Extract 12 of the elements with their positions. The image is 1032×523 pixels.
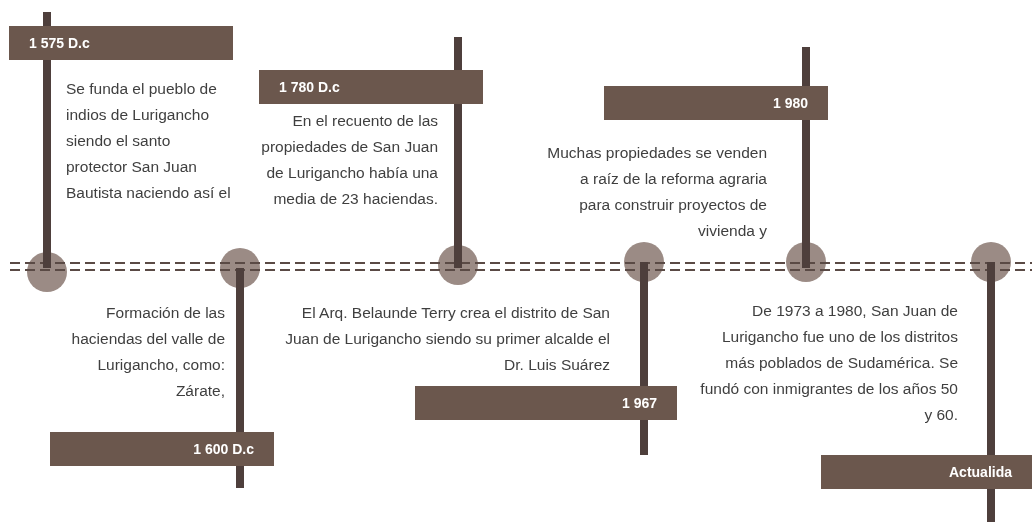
year-banner: 1 600 D.c: [50, 432, 274, 466]
event-description: Se funda el pueblo de indios de Lurigancho siendo el santo protector San Juan Bautista naciendo así el: [66, 79, 231, 203]
event-description: Muchas propiedades se venden a raíz de la reforma agraria para construir proyectos de vivienda y: [546, 143, 767, 241]
event-description: De 1973 a 1980, San Juan de Lurigancho fue uno de los distritos más poblados de Sudamérica. Se fundó con inmigrantes de los años 50 y 60.: [699, 301, 958, 425]
year-banner: Actualida: [821, 455, 1032, 489]
year-banner: 1 980: [604, 86, 828, 120]
event-description: Formación de las haciendas del valle de Lurigancho, como: Zárate,: [70, 303, 225, 401]
event-description: En el recuento de las propiedades de San Juan de Lurigancho había una media de 23 haciendas.: [260, 111, 438, 209]
year-banner: 1 967: [415, 386, 677, 420]
event-description: El Arq. Belaunde Terry crea el distrito de San Juan de Lurigancho siendo su primer alcalde el Dr. Luis Suárez: [284, 303, 610, 375]
year-banner: 1 780 D.c: [259, 70, 483, 104]
year-banner: 1 575 D.c: [9, 26, 233, 60]
